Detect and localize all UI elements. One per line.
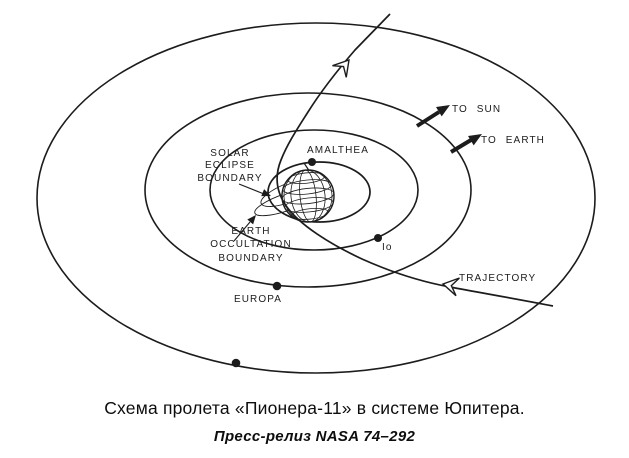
trajectory-arrow-inbound-icon <box>441 277 460 297</box>
jupiter-globe <box>281 162 335 223</box>
label-amalthea: AMALTHEA <box>307 145 369 156</box>
figure-caption-source: Пресс-релиз NASA 74–292 <box>213 428 416 445</box>
label-trajectory: TRAJECTORY <box>459 273 536 284</box>
label-europa: EUROPA <box>234 294 282 305</box>
io-dot <box>374 234 382 242</box>
trajectory-arrow-outbound-icon <box>332 58 350 78</box>
outer-moon-orbit <box>36 22 596 374</box>
amalthea-orbit <box>267 161 371 223</box>
label-earth-occultation-line3: BOUNDARY <box>218 253 283 264</box>
jupiter-orbit-diagram: SOLAR ECLIPSE BOUNDARY AMALTHEA TO SUN T… <box>36 13 596 374</box>
to-sun-arrow-icon <box>415 105 450 128</box>
label-to-sun: TO SUN <box>452 104 501 115</box>
globe-pole-tick <box>303 162 310 171</box>
label-solar-eclipse-line2: ECLIPSE <box>205 160 255 171</box>
europa-dot <box>272 281 282 291</box>
figure-caption-title: Схема пролета «Пионера-11» в системе Юпи… <box>104 398 525 418</box>
label-earth-occultation-line2: OCCULTATION <box>210 239 292 250</box>
label-io: Io <box>382 242 393 253</box>
label-earth-occultation-boundary: EARTH OCCULTATION BOUNDARY <box>210 226 292 264</box>
europa-orbit <box>144 92 472 288</box>
label-solar-eclipse-line3: BOUNDARY <box>197 173 262 184</box>
earth-occultation-pointer <box>233 215 256 242</box>
io-orbit <box>209 129 419 251</box>
to-earth-arrow-icon <box>449 134 482 154</box>
label-earth-occultation-line1: EARTH <box>231 226 270 237</box>
solar-eclipse-pointer <box>238 183 271 197</box>
label-solar-eclipse-line1: SOLAR <box>210 148 249 159</box>
trajectory-path <box>276 13 554 307</box>
label-solar-eclipse-boundary: SOLAR ECLIPSE BOUNDARY <box>197 148 262 184</box>
outer-moon-dot <box>231 358 241 368</box>
jupiter-globe-outline <box>281 169 335 223</box>
amalthea-dot <box>308 158 316 166</box>
label-to-earth: TO EARTH <box>481 135 545 146</box>
